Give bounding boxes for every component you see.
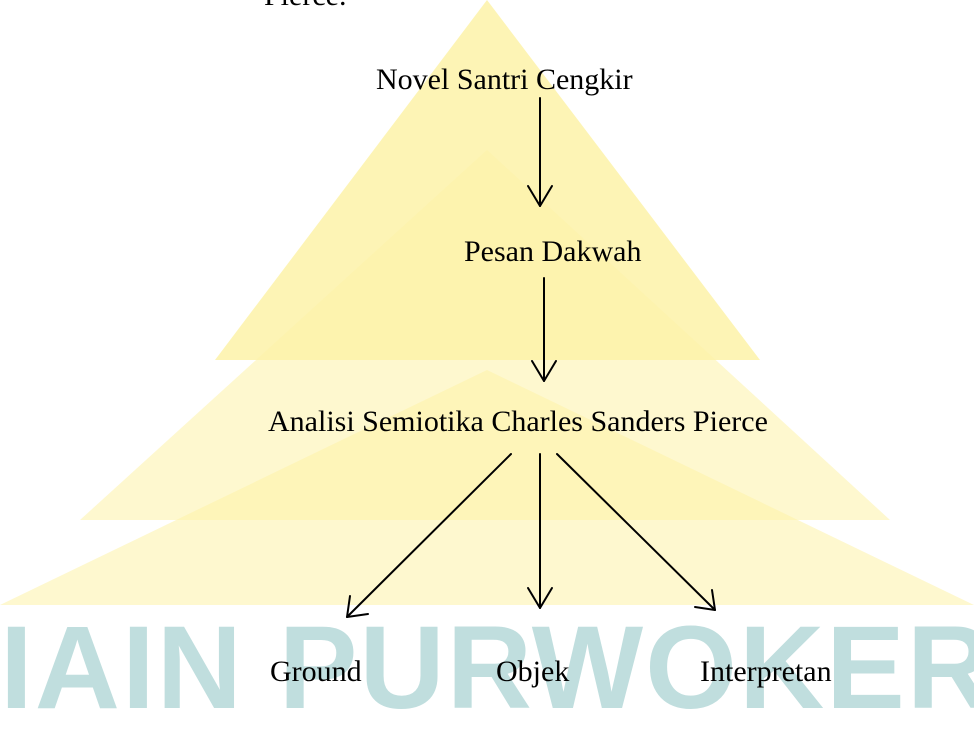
- diagram-arrows: [346, 97, 716, 618]
- arrow-novel-to-pesan: [527, 97, 553, 207]
- node-analisi-semiotika: Analisi Semiotika Charles Sanders Pierce: [268, 405, 768, 438]
- node-ground: Ground: [270, 655, 362, 688]
- arrow-analisi-to-objek: [527, 453, 553, 609]
- arrow-analisi-to-interpretan: [556, 453, 716, 611]
- top-text-fragment: Pierce.: [264, 0, 346, 14]
- node-interpretan: Interpretan: [700, 655, 832, 688]
- node-novel-santri-cengkir: Novel Santri Cengkir: [376, 63, 633, 96]
- watermark-logo: [0, 0, 974, 605]
- node-objek: Objek: [496, 655, 570, 688]
- arrow-pesan-to-analisi: [531, 277, 557, 382]
- node-pesan-dakwah: Pesan Dakwah: [464, 235, 642, 268]
- watermark-text: IAIN PURWOKERTO: [0, 602, 974, 734]
- arrow-analisi-to-ground: [346, 453, 512, 618]
